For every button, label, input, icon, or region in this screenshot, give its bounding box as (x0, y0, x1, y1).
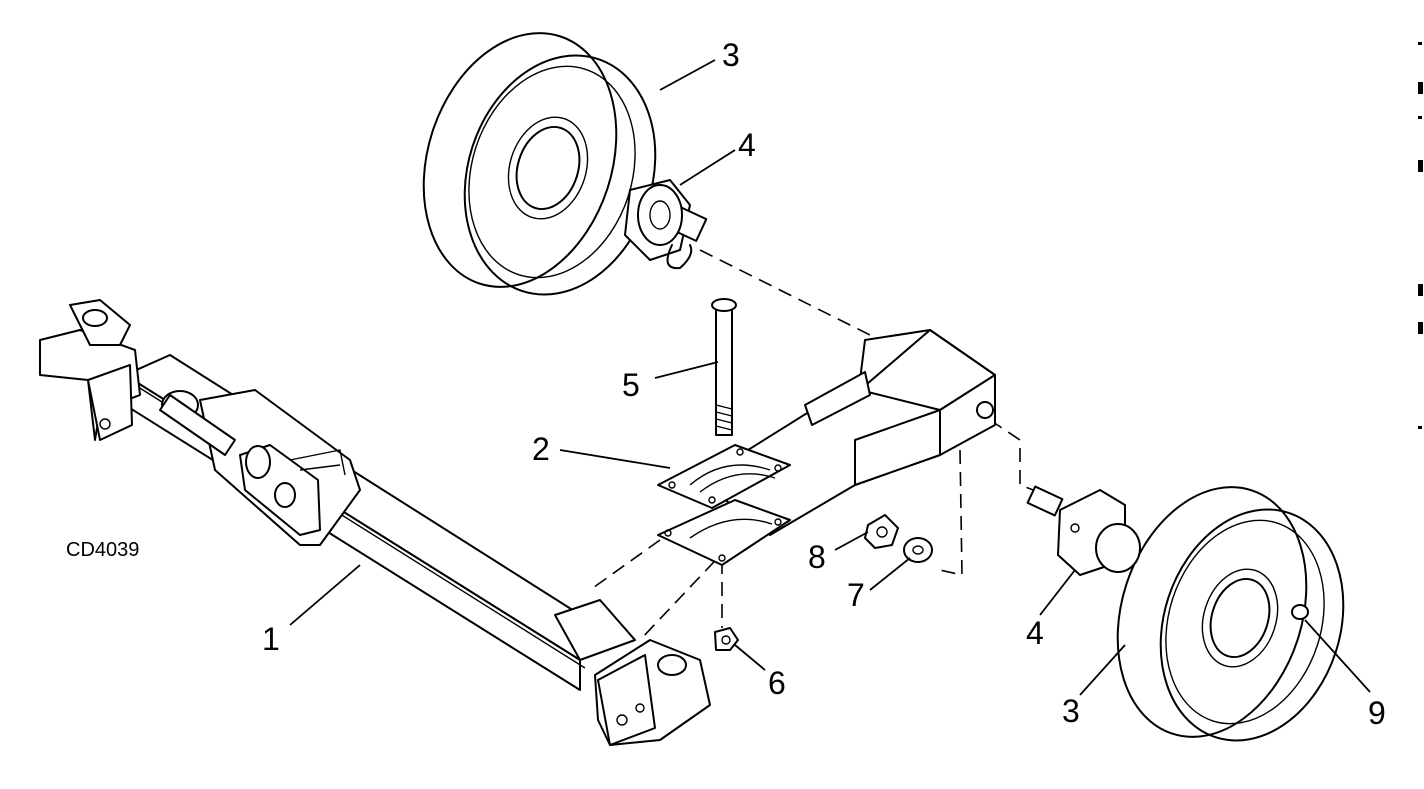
axle-arm-bore (976, 401, 994, 419)
bottom-spindle-shaft (1026, 485, 1064, 517)
guide-line-top-wheel (699, 249, 881, 341)
lower-mount-plate (657, 499, 791, 566)
leader-9 (1304, 619, 1371, 693)
bolt-head (711, 298, 737, 312)
leader-2 (559, 449, 671, 469)
leader-8 (834, 531, 869, 551)
mount-plates (657, 444, 791, 566)
bolt (711, 298, 737, 436)
axle-end-cap (554, 599, 636, 661)
guide-line-right-spindle (989, 419, 1061, 501)
bottom-wheel-rim-inner (1159, 508, 1345, 742)
axle-arm (699, 329, 996, 536)
callout-6: 6 (768, 665, 786, 701)
margin-marks (1418, 42, 1423, 429)
callout-9: 9 (1368, 695, 1386, 731)
axle-arm-head-front (854, 409, 941, 486)
hub-bolt (1291, 604, 1309, 620)
top-spindle-arm (666, 244, 693, 270)
leader-4-top (679, 149, 736, 186)
callout-4-top: 4 (738, 127, 756, 163)
callout-labels: 3 4 5 2 1 6 8 7 4 3 9 (262, 37, 1386, 731)
callout-7: 7 (847, 577, 865, 613)
bottom-wheel-hub (1209, 577, 1271, 659)
bolt-thread (715, 404, 733, 431)
leader-5 (654, 361, 719, 379)
right-end-plate (597, 654, 656, 746)
left-end-plate (87, 364, 133, 441)
figure-code: CD4039 (66, 539, 139, 561)
top-wheel-assembly (422, 32, 708, 296)
leader-6 (734, 644, 766, 671)
bottom-wheel-assembly (1026, 485, 1345, 742)
bottom-spindle-bearing (1095, 523, 1141, 573)
leader-1 (289, 564, 361, 626)
callout-1: 1 (262, 621, 280, 657)
leader-4-bottom (1039, 569, 1076, 616)
pivot-pin (159, 394, 236, 456)
guide-line-washer (939, 449, 963, 577)
side-nut (864, 514, 899, 549)
side-nut-and-washer (864, 514, 933, 563)
callout-4-bottom: 4 (1026, 615, 1044, 651)
axle-arm-rib (804, 371, 871, 426)
bolt-shank (715, 309, 733, 436)
guide-line-plate-left (589, 539, 661, 591)
lower-nut (714, 627, 739, 651)
leader-3-top (659, 59, 716, 91)
side-washer (903, 537, 933, 563)
callout-5: 5 (622, 367, 640, 403)
leader-7 (869, 557, 911, 591)
main-axle-beam (39, 299, 711, 746)
upper-mount-plate (657, 444, 791, 509)
callout-3-bottom: 3 (1062, 693, 1080, 729)
top-wheel-hub (515, 125, 581, 211)
callout-3-top: 3 (722, 37, 740, 73)
leader-3-bottom (1079, 644, 1126, 696)
leader-lines (289, 59, 1371, 696)
callout-8: 8 (808, 539, 826, 575)
callout-2: 2 (532, 431, 550, 467)
